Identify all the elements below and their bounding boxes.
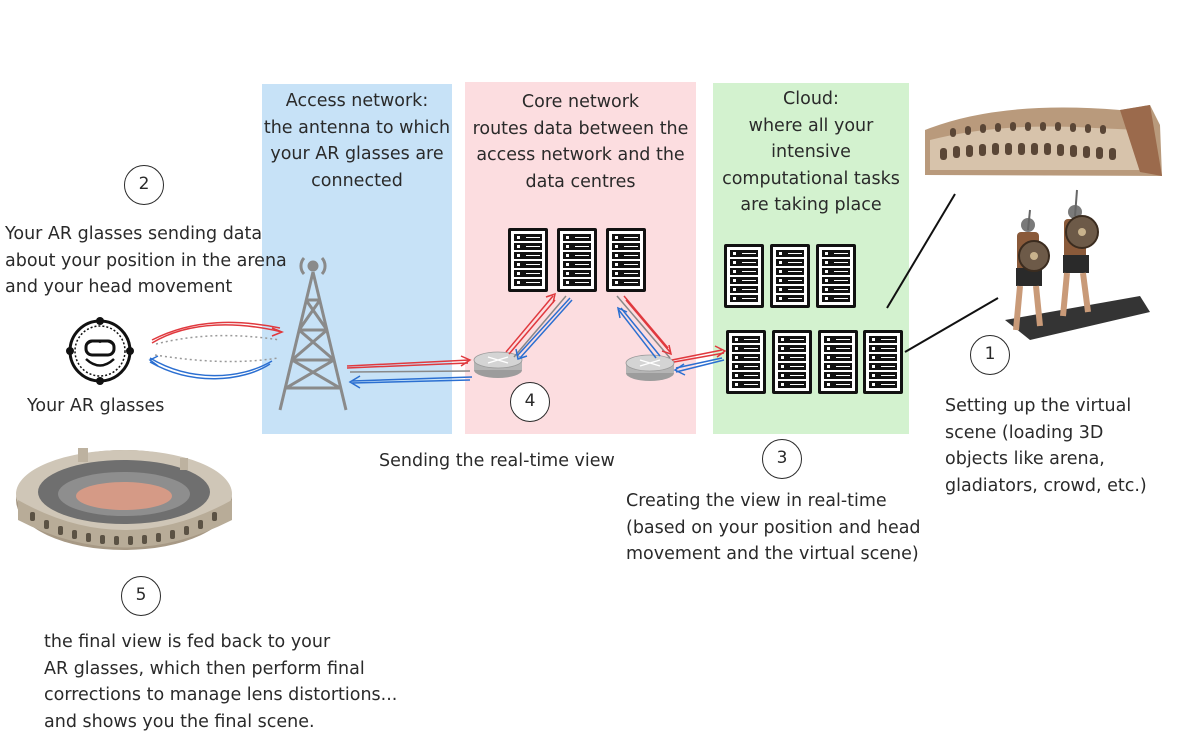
step-5-marker: 5 (121, 576, 161, 616)
gladiators-image (1005, 189, 1150, 340)
core-network-title: Core network routes data between the acc… (472, 92, 689, 192)
step-2-marker: 2 (124, 165, 164, 205)
server-rack-icon (772, 330, 812, 394)
glasses-label: Your AR glasses (27, 396, 165, 416)
step-5-text: the final view is fed back to your AR gl… (44, 632, 398, 732)
step-1-marker: 1 (970, 335, 1010, 375)
ar-glasses-icon (66, 317, 134, 385)
server-rack-icon (818, 330, 858, 394)
server-rack-icon (863, 330, 903, 394)
server-rack-icon (557, 228, 597, 292)
router-icon (625, 354, 675, 382)
server-rack-icon (606, 228, 646, 292)
step-4-text: Sending the real-time view (379, 451, 615, 471)
server-rack-icon (816, 244, 856, 308)
step-4-marker: 4 (510, 382, 550, 422)
access-network-title: Access network: the antenna to which you… (263, 91, 451, 191)
antenna-tower-icon (278, 257, 348, 411)
step-1-text: Setting up the virtual scene (loading 3D… (945, 396, 1147, 496)
server-rack-icon (724, 244, 764, 308)
server-rack-icon (508, 228, 548, 292)
step-2-text: Your AR glasses sending data about your … (5, 224, 287, 297)
arena-image (16, 448, 232, 550)
cloud-title: Cloud: where all your intensive computat… (722, 89, 900, 215)
step-3-text: Creating the view in real-time (based on… (626, 491, 921, 564)
server-rack-icon (770, 244, 810, 308)
access-network-zone (262, 84, 452, 434)
colosseum-image (925, 105, 1162, 176)
step-3-marker: 3 (762, 439, 802, 479)
server-rack-icon (726, 330, 766, 394)
